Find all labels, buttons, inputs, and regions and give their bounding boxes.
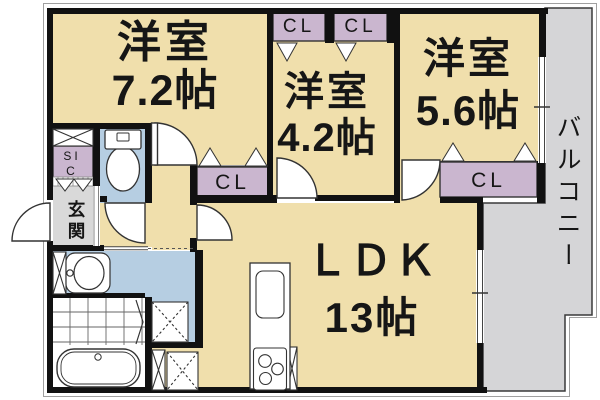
- toilet-fixture: [104, 129, 142, 192]
- window-symbols: [93, 57, 550, 343]
- kitchen-sink-icon: [255, 270, 285, 319]
- room72-door-arc: [154, 122, 198, 166]
- ldk-size: 13帖: [324, 294, 420, 341]
- hall-ldk-door-arc: [196, 204, 233, 241]
- room-5-6-size: 5.6帖: [415, 87, 521, 134]
- washer-side-box: [52, 251, 67, 295]
- room-5-6-label: 洋室: [422, 35, 513, 82]
- room-4-2-size: 4.2帖: [277, 116, 377, 160]
- bath-tile-grid: [53, 298, 145, 345]
- kitchen-counter: [249, 262, 291, 391]
- sliding-door-symbol: [104, 246, 194, 251]
- bathtub-fixture: [56, 348, 141, 388]
- balcony-floor: [482, 7, 593, 392]
- outer-outline: [43, 3, 597, 397]
- closet-label-room56: CL: [471, 169, 506, 192]
- closet-floors: [52, 12, 538, 198]
- closet-label-top-right: CL: [344, 16, 377, 37]
- balcony-label: バルコニー: [553, 114, 581, 274]
- bifold-door-marks: [55, 42, 537, 192]
- vanity-sink-fixture: [65, 252, 111, 294]
- service-boxes: [52, 128, 298, 391]
- room56-door-arc: [401, 159, 441, 201]
- ldk-label: ＬＤＫ: [305, 237, 438, 284]
- room72-door-leaf: [150, 122, 159, 166]
- room-7-2-size: 7.2帖: [111, 67, 219, 115]
- fridge-side-strip: [151, 349, 166, 391]
- washing-machine-pan: [151, 301, 189, 343]
- room-4-2-label: 洋室: [284, 70, 370, 114]
- entrance-label: 玄関: [66, 199, 86, 243]
- room-7-2-label: 洋室: [117, 18, 213, 67]
- stove-icon: [252, 347, 288, 391]
- bath-folding-door: [135, 299, 144, 345]
- fridge-space: [166, 351, 199, 391]
- entrance-door-arc: [11, 202, 51, 242]
- closet-label-top-left: CL: [282, 16, 316, 37]
- shoe-closet-label: SIC: [63, 149, 81, 178]
- closet-label-room72: CL: [215, 171, 250, 194]
- entrance-floor: [53, 186, 94, 246]
- room42-door-arc: [276, 157, 318, 199]
- pipe-shaft-box: [52, 128, 94, 147]
- door-arcs: [11, 122, 441, 244]
- toilet-door-arc: [104, 202, 146, 244]
